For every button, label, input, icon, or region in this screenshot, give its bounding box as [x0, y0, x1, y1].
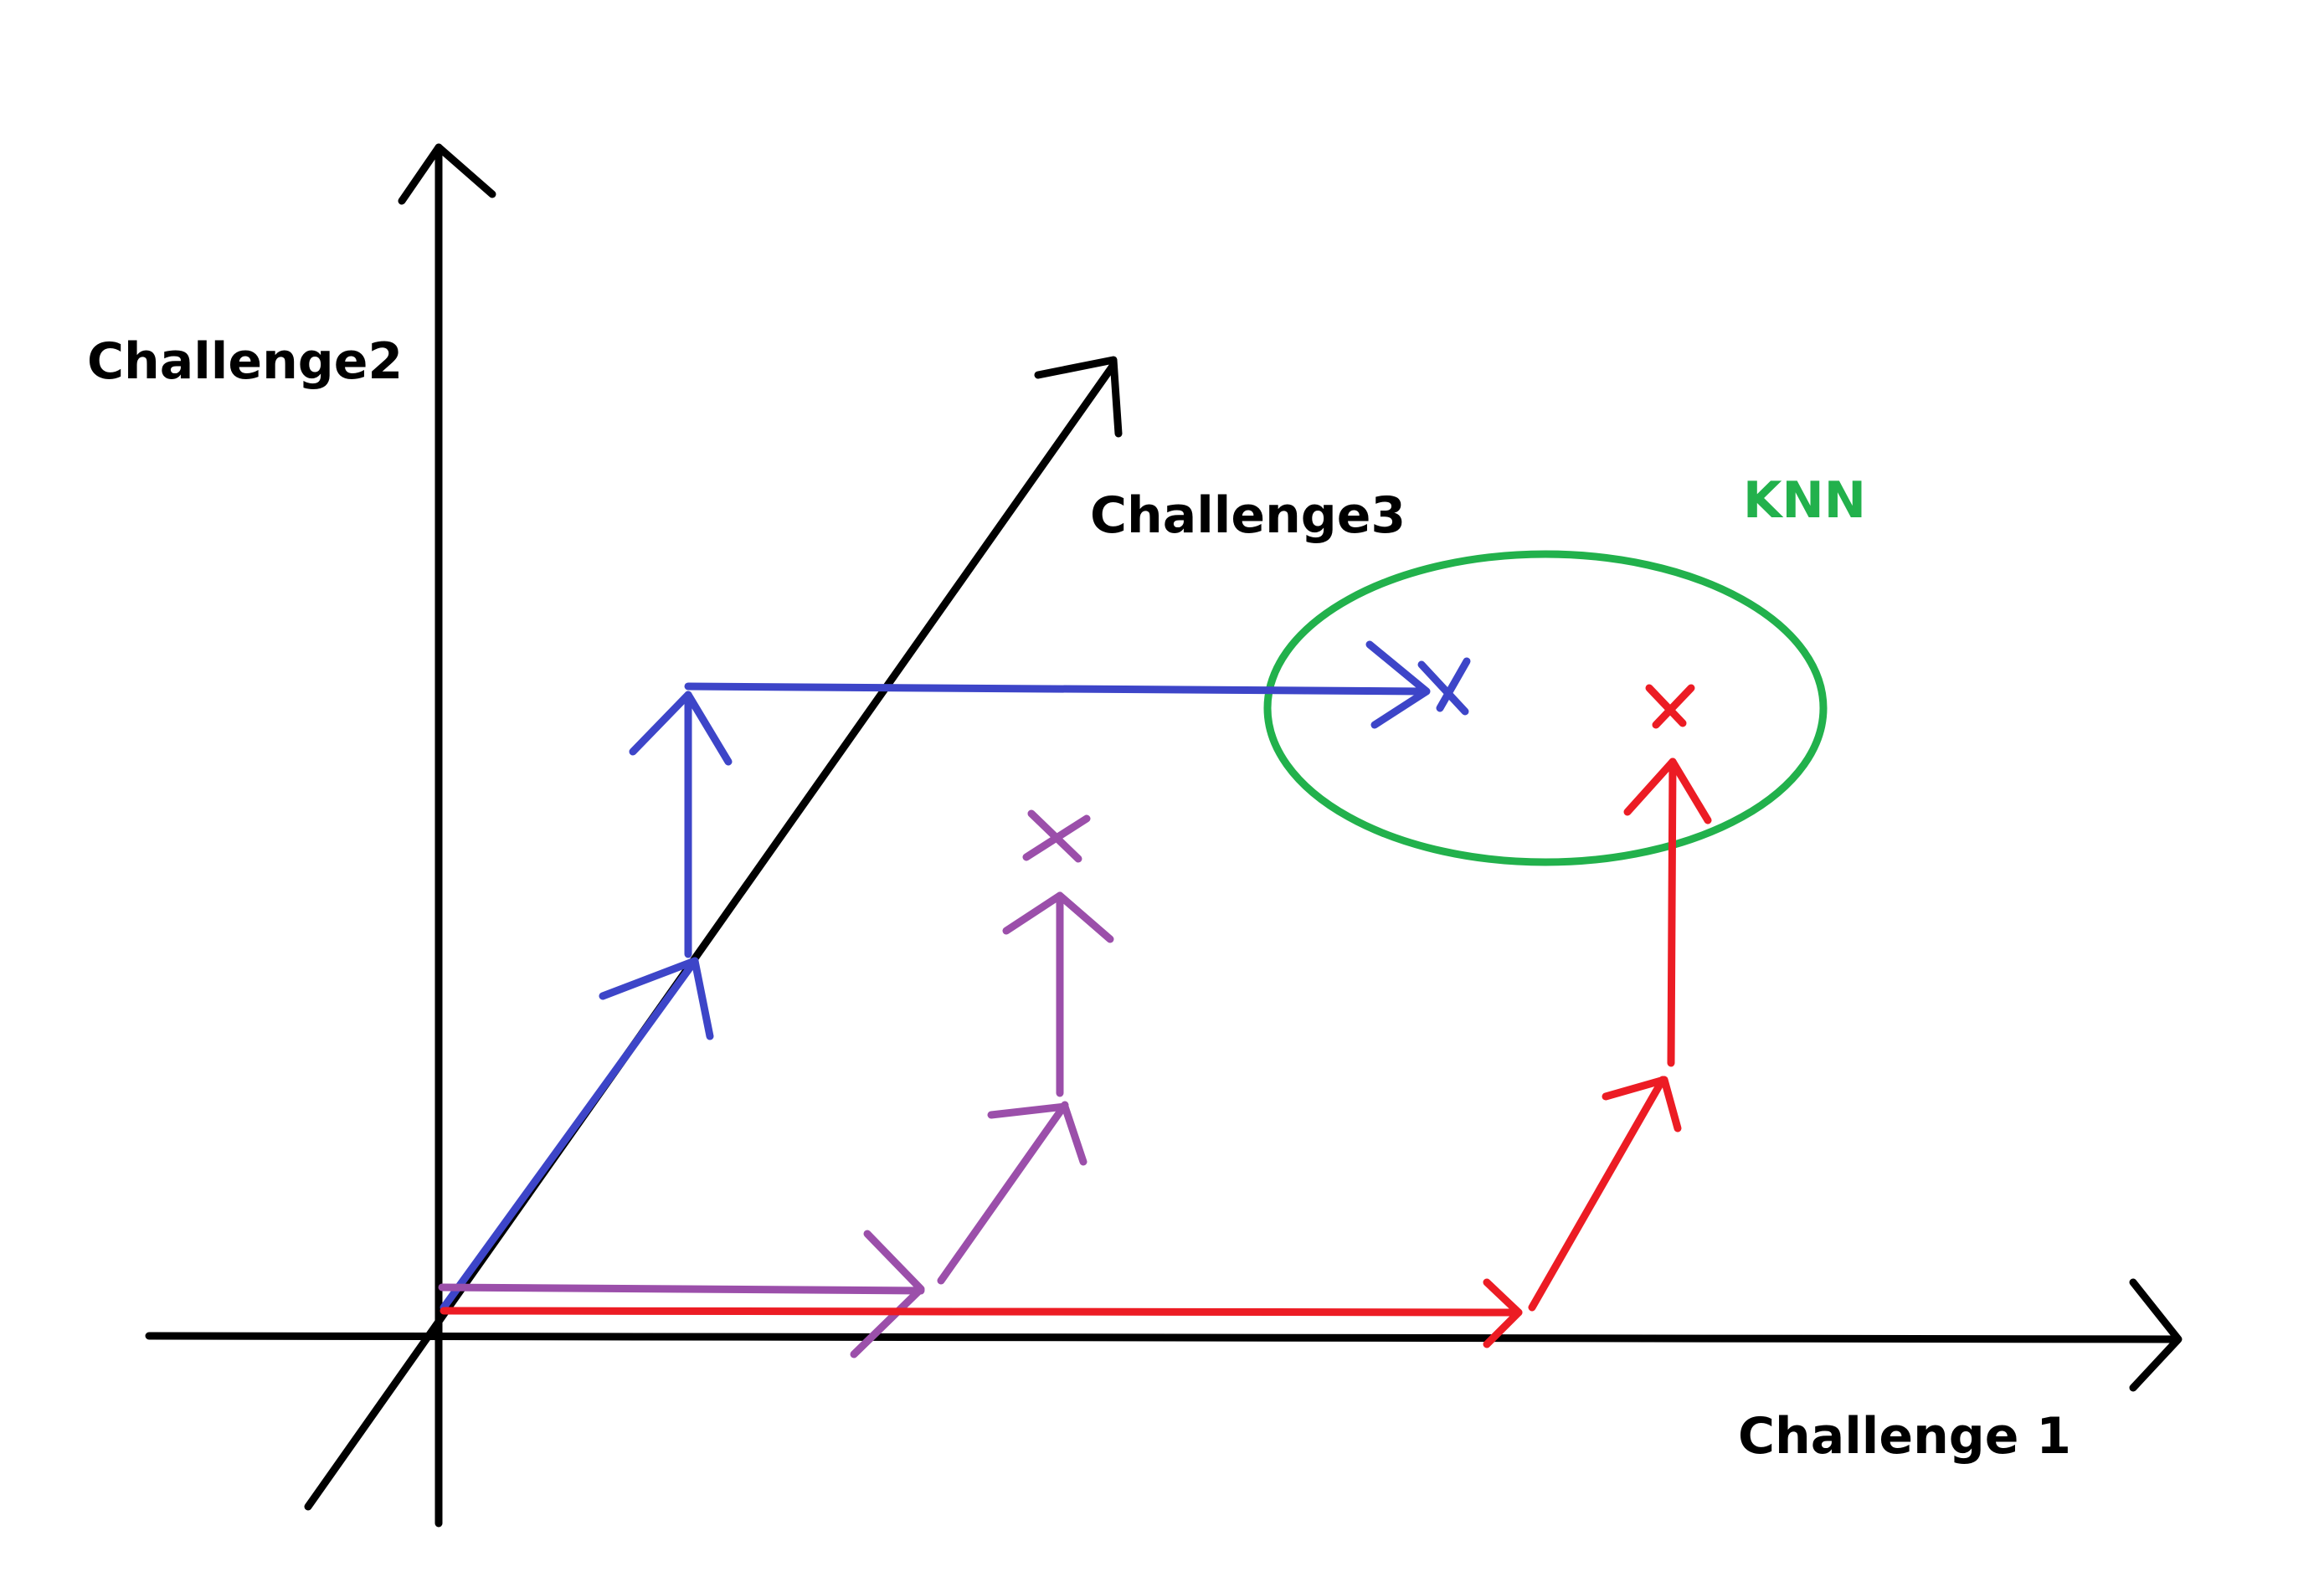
- red-arrowhead-vertical: [1623, 758, 1712, 824]
- blue-arrowhead-vertical: [629, 691, 733, 766]
- purple-x-marker: [1022, 809, 1091, 863]
- purple-segment-horizontal: [438, 1283, 925, 1295]
- blue-segment-horizontal: [684, 682, 1427, 696]
- blue-segment-diagonal: [440, 957, 699, 1312]
- blue-x-marker: [1417, 657, 1471, 716]
- axis-label-challenge1: Challenge 1: [1738, 1407, 2071, 1466]
- knn-neighborhood-ellipse: [1263, 550, 1828, 866]
- purple-path: [438, 809, 1114, 1358]
- purple-arrowhead-diagonal: [987, 1102, 1087, 1166]
- red-x-marker: [1645, 684, 1695, 729]
- blue-arrowhead-diagonal: [599, 957, 714, 1040]
- y-axis-arrowhead: [398, 143, 496, 205]
- blue-path: [440, 640, 1471, 1312]
- axes: [145, 143, 2183, 1528]
- x-axis-arrowhead: [2129, 1278, 2183, 1392]
- blue-arrowhead-horizontal: [1365, 640, 1431, 729]
- red-segment-horizontal: [440, 1307, 1523, 1317]
- knn-label: KNN: [1743, 471, 1866, 530]
- z-axis-line: [304, 361, 1118, 1511]
- purple-arrowhead-horizontal: [850, 1230, 925, 1358]
- purple-arrowhead-vertical: [1002, 891, 1114, 943]
- red-arrowhead-horizontal: [1483, 1278, 1523, 1348]
- z-axis-arrowhead: [1034, 356, 1123, 438]
- red-segment-diagonal: [1528, 1076, 1667, 1312]
- x-axis-line: [145, 1332, 2179, 1343]
- red-path: [440, 684, 1712, 1348]
- red-arrowhead-diagonal: [1602, 1076, 1682, 1132]
- axis-label-challenge3: Challenge3: [1090, 486, 1406, 545]
- purple-segment-diagonal: [937, 1101, 1069, 1285]
- axis-label-challenge2: Challenge2: [87, 332, 403, 391]
- red-segment-vertical: [1667, 758, 1677, 1067]
